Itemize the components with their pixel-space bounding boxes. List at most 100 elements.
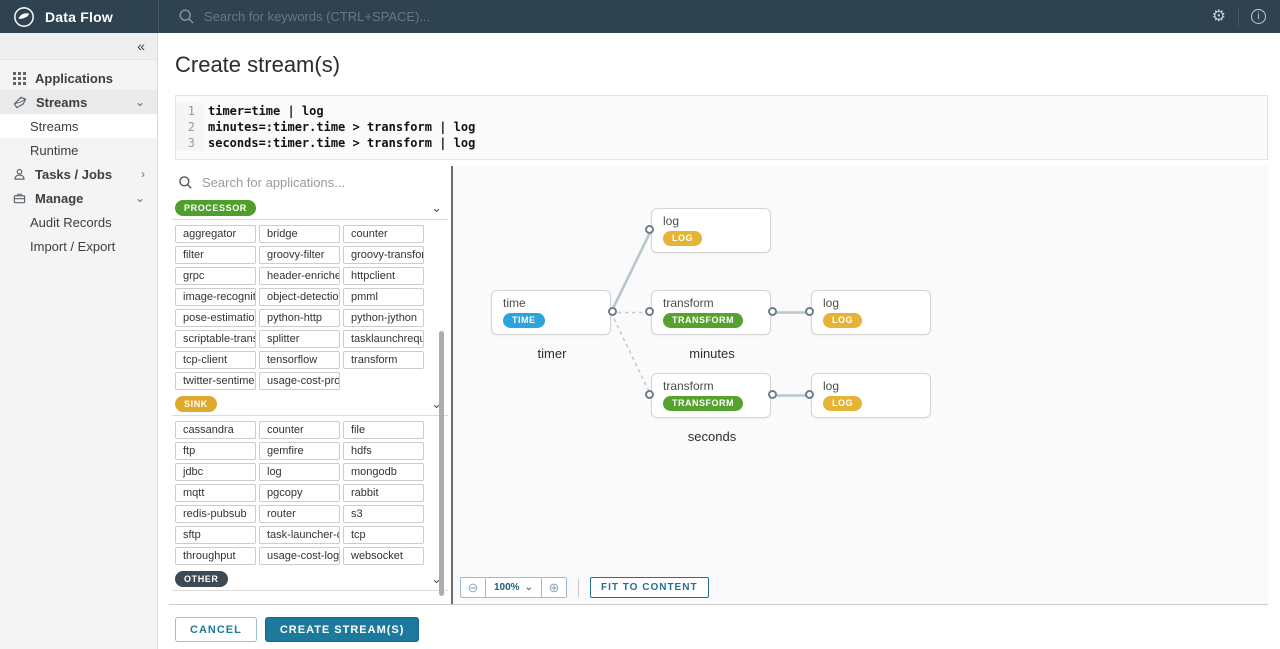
- palette-app-bridge[interactable]: bridge: [259, 225, 340, 243]
- palette-app-tcp[interactable]: tcp: [343, 526, 424, 544]
- zoom-level-value: 100%: [494, 582, 520, 593]
- palette-app-log[interactable]: log: [259, 463, 340, 481]
- palette-app-transform[interactable]: transform: [343, 351, 424, 369]
- chevron-right-icon: ›: [141, 167, 145, 181]
- node-type-badge: TRANSFORM: [663, 395, 743, 411]
- palette-app-gemfire[interactable]: gemfire: [259, 442, 340, 460]
- palette-app-httpclient[interactable]: httpclient: [343, 267, 424, 285]
- palette-app-python-http[interactable]: python-http: [259, 309, 340, 327]
- output-port[interactable]: [768, 307, 777, 316]
- palette-app-aggregator[interactable]: aggregator: [175, 225, 256, 243]
- palette-app-task-launcher-d[interactable]: task-launcher-d…: [259, 526, 340, 544]
- settings-gear-icon[interactable]: ⚙: [1211, 7, 1226, 25]
- palette-section-other[interactable]: OTHER⌄: [172, 570, 448, 591]
- sidebar-item-tasks-jobs[interactable]: Tasks / Jobs›: [0, 162, 157, 186]
- palette-app-counter[interactable]: counter: [259, 421, 340, 439]
- palette-app-usage-cost-proc[interactable]: usage-cost-proc…: [259, 372, 340, 390]
- palette-app-s3[interactable]: s3: [343, 505, 424, 523]
- palette-app-scriptable-transf[interactable]: scriptable-transf…: [175, 330, 256, 348]
- palette-app-filter[interactable]: filter: [175, 246, 256, 264]
- create-streams-button[interactable]: CREATE STREAM(S): [264, 617, 420, 642]
- palette-app-cassandra[interactable]: cassandra: [175, 421, 256, 439]
- sidebar-item-streams[interactable]: Streams: [0, 114, 157, 138]
- search-icon: [178, 175, 193, 190]
- palette-app-pose-estimation[interactable]: pose-estimation: [175, 309, 256, 327]
- palette-app-ftp[interactable]: ftp: [175, 442, 256, 460]
- palette-app-groovy-filter[interactable]: groovy-filter: [259, 246, 340, 264]
- palette-app-splitter[interactable]: splitter: [259, 330, 340, 348]
- sidebar-item-label: Import / Export: [30, 238, 116, 254]
- output-port[interactable]: [608, 307, 617, 316]
- zoom-in-button[interactable]: ⊕: [542, 578, 566, 597]
- palette-app-object-detection[interactable]: object-detection: [259, 288, 340, 306]
- input-port[interactable]: [805, 390, 814, 399]
- palette-app-python-jython[interactable]: python-jython: [343, 309, 424, 327]
- palette-app-websocket[interactable]: websocket: [343, 547, 424, 565]
- palette-app-jdbc[interactable]: jdbc: [175, 463, 256, 481]
- node-name: log: [823, 296, 840, 310]
- input-port[interactable]: [645, 225, 654, 234]
- palette-app-usage-cost-logg[interactable]: usage-cost-logg…: [259, 547, 340, 565]
- node-type-badge: LOG: [663, 230, 702, 246]
- palette-app-image-recogniti[interactable]: image-recogniti…: [175, 288, 256, 306]
- sidebar-item-label: Streams: [36, 94, 88, 110]
- global-search-input[interactable]: Search for keywords (CTRL+SPACE)...: [159, 8, 1212, 25]
- palette-app-grpc[interactable]: grpc: [175, 267, 256, 285]
- collapse-sidebar-button[interactable]: «: [0, 33, 157, 60]
- palette-app-header-enricher[interactable]: header-enricher: [259, 267, 340, 285]
- palette-app-pgcopy[interactable]: pgcopy: [259, 484, 340, 502]
- apps-grid-icon: [13, 71, 26, 85]
- palette-scrollbar[interactable]: [439, 331, 444, 596]
- palette-app-mongodb[interactable]: mongodb: [343, 463, 424, 481]
- palette-app-hdfs[interactable]: hdfs: [343, 442, 424, 460]
- palette-app-router[interactable]: router: [259, 505, 340, 523]
- info-icon[interactable]: i: [1251, 9, 1266, 24]
- palette-app-pmml[interactable]: pmml: [343, 288, 424, 306]
- zoom-out-button[interactable]: ⊖: [461, 578, 485, 597]
- collapse-double-chevron-icon: «: [137, 38, 145, 54]
- palette-app-tcp-client[interactable]: tcp-client: [175, 351, 256, 369]
- palette-app-rabbit[interactable]: rabbit: [343, 484, 424, 502]
- palette-app-twitter-sentiment[interactable]: twitter-sentiment: [175, 372, 256, 390]
- fit-to-content-button[interactable]: FIT TO CONTENT: [589, 577, 709, 598]
- palette-app-tasklaunchreque[interactable]: tasklaunchreque…: [343, 330, 424, 348]
- cancel-button[interactable]: CANCEL: [175, 617, 257, 642]
- palette-canvas-resizer[interactable]: [451, 166, 453, 604]
- sidebar-item-manage[interactable]: Manage⌄: [0, 186, 157, 210]
- brand[interactable]: Data Flow: [0, 6, 158, 28]
- app-title: Data Flow: [45, 8, 113, 25]
- palette-app-groovy-transform[interactable]: groovy-transform: [343, 246, 424, 264]
- palette-app-tensorflow[interactable]: tensorflow: [259, 351, 340, 369]
- sidebar-item-audit-records[interactable]: Audit Records: [0, 210, 157, 234]
- palette-app-mqtt[interactable]: mqtt: [175, 484, 256, 502]
- palette-app-counter[interactable]: counter: [343, 225, 424, 243]
- output-port[interactable]: [768, 390, 777, 399]
- palette-section-processor[interactable]: PROCESSOR⌄: [172, 199, 448, 220]
- palette-app-redis-pubsub[interactable]: redis-pubsub: [175, 505, 256, 523]
- palette-app-file[interactable]: file: [343, 421, 424, 439]
- palette-app-throughput[interactable]: throughput: [175, 547, 256, 565]
- sidebar-item-applications[interactable]: Applications: [0, 66, 157, 90]
- sidebar-item-import-export[interactable]: Import / Export: [0, 234, 157, 258]
- input-port[interactable]: [645, 390, 654, 399]
- palette-section-sink[interactable]: SINK⌄: [172, 395, 448, 416]
- palette-search-input[interactable]: Search for applications...: [169, 170, 451, 194]
- palette-app-sftp[interactable]: sftp: [175, 526, 256, 544]
- sidebar-item-runtime[interactable]: Runtime: [0, 138, 157, 162]
- zoom-level-select[interactable]: 100% ⌄: [485, 578, 542, 597]
- input-port[interactable]: [645, 307, 654, 316]
- sidebar-item-streams[interactable]: Streams⌄: [0, 90, 157, 114]
- input-port[interactable]: [805, 307, 814, 316]
